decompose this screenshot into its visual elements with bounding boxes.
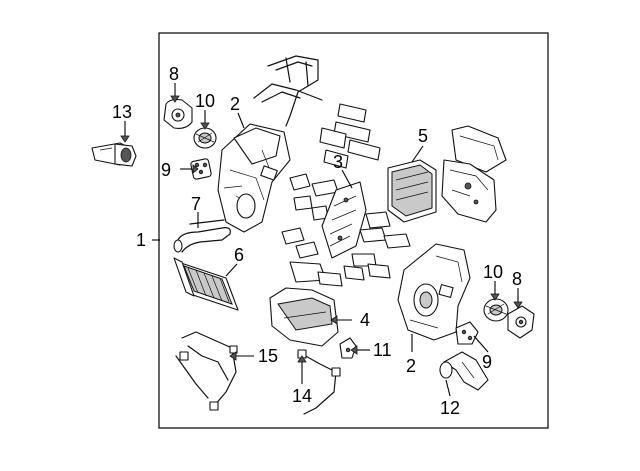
part-6-heater-core[interactable] xyxy=(173,257,239,311)
callout-labels: 1 2 2 3 4 5 6 7 8 8 9 9 10 10 11 12 13 1… xyxy=(112,64,522,418)
callout-15: 15 xyxy=(258,346,278,366)
callout-9-left: 9 xyxy=(161,160,171,180)
callout-2-lower: 2 xyxy=(406,356,416,376)
callout-14: 14 xyxy=(292,386,312,406)
callout-13: 13 xyxy=(112,102,132,122)
callout-8-left: 8 xyxy=(169,64,179,84)
callout-1: 1 xyxy=(136,230,146,250)
assembly-frame xyxy=(158,32,549,429)
part-10-blower-left[interactable] xyxy=(193,127,217,149)
part-4-duct-tray[interactable] xyxy=(269,287,339,347)
callout-4: 4 xyxy=(360,310,370,330)
callout-6: 6 xyxy=(234,245,244,265)
part-7-hose[interactable] xyxy=(173,219,231,253)
leader-lines xyxy=(120,83,523,397)
part-door-stack-left[interactable] xyxy=(281,173,343,287)
callout-7: 7 xyxy=(191,194,201,214)
callout-8-right: 8 xyxy=(512,269,522,289)
part-8-actuator-right[interactable] xyxy=(507,305,535,339)
part-duct-tubes[interactable] xyxy=(253,55,323,127)
part-5-filter[interactable] xyxy=(387,159,437,223)
part-door-stack-top[interactable] xyxy=(319,103,381,169)
part-cover-top-right[interactable] xyxy=(451,125,507,173)
callout-2-upper: 2 xyxy=(230,94,240,114)
part-housing-right[interactable] xyxy=(441,159,497,223)
part-9-resistor-left[interactable] xyxy=(190,158,212,180)
callout-11: 11 xyxy=(373,340,392,360)
callout-9-right: 9 xyxy=(482,352,492,372)
callout-10-right: 10 xyxy=(483,262,503,282)
part-8-actuator-left[interactable] xyxy=(163,98,193,129)
callout-3: 3 xyxy=(333,152,343,172)
part-12-elbow[interactable] xyxy=(439,351,489,391)
callout-5: 5 xyxy=(418,126,428,146)
part-10-blower-right[interactable] xyxy=(483,298,509,322)
part-2-case-upper[interactable] xyxy=(217,123,291,233)
part-9-resistor-right[interactable] xyxy=(455,321,479,345)
part-2-case-lower[interactable] xyxy=(397,243,471,341)
part-door-stack-right[interactable] xyxy=(343,211,411,281)
part-13-sensor[interactable] xyxy=(91,142,137,167)
callout-12: 12 xyxy=(440,398,460,418)
part-3-evaporator[interactable] xyxy=(321,181,367,259)
part-15-wiring-harness[interactable] xyxy=(175,331,238,411)
callout-10-left: 10 xyxy=(195,91,215,111)
